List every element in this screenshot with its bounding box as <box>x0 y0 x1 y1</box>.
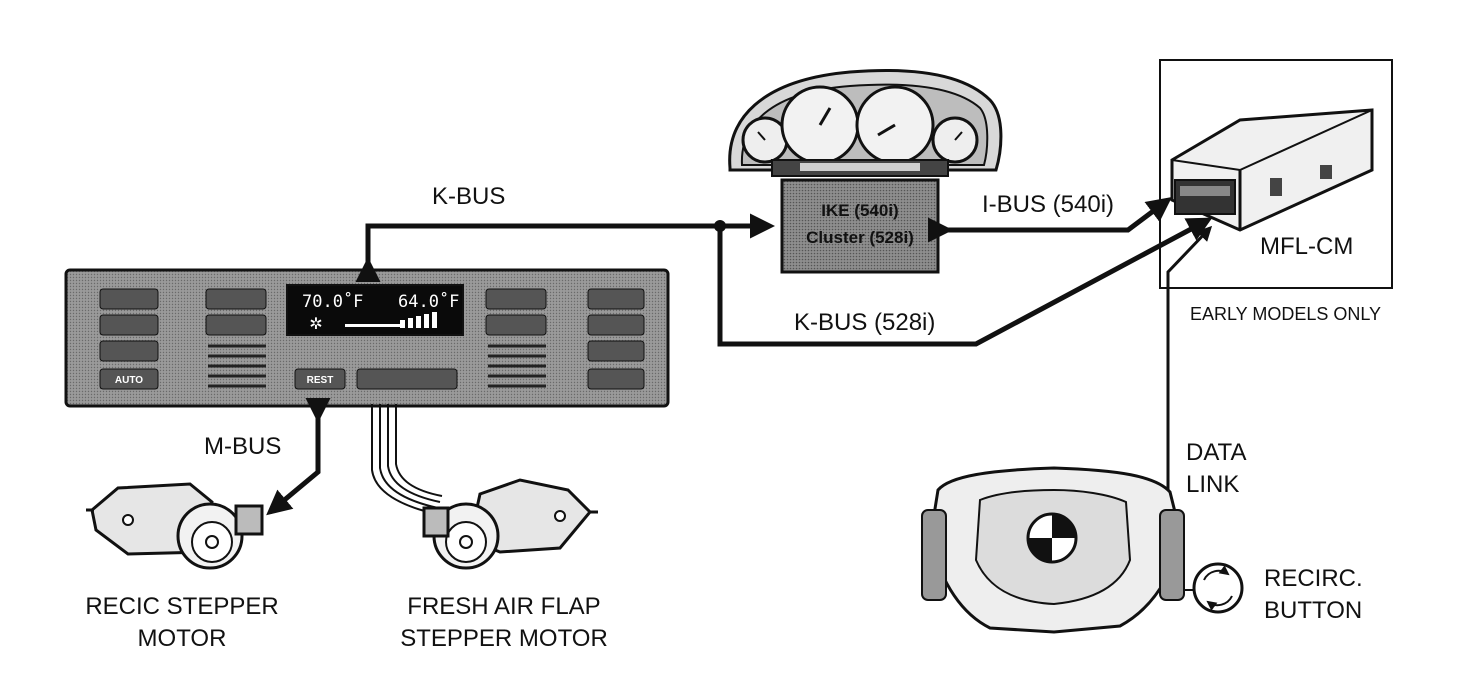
recic-motor-label-2: MOTOR <box>138 625 227 652</box>
temp-right-down-button[interactable] <box>485 314 547 336</box>
panel-button-vent-up[interactable] <box>99 314 159 336</box>
climate-control-panel: AUTO 70.0˚F 64.0˚F ✲ REST <box>64 268 670 408</box>
ike-label-line1: IKE (540i) <box>821 201 898 220</box>
panel-button-rear-defrost[interactable] <box>587 288 645 310</box>
recic-motor-label-1: RECIC STEPPER <box>85 593 278 620</box>
i-bus-label: I-BUS (540i) <box>982 191 1114 218</box>
wheel-left-buttons[interactable] <box>921 509 947 601</box>
fan-icon: ✲ <box>309 316 322 333</box>
wheel-right-buttons[interactable] <box>1159 509 1185 601</box>
recirc-button-callout <box>1184 562 1244 614</box>
mfl-cm-label: MFL-CM <box>1260 233 1353 260</box>
data-link-label-2: LINK <box>1186 471 1239 498</box>
fresh-air-harness <box>371 404 443 515</box>
early-models-label: EARLY MODELS ONLY <box>1190 304 1381 324</box>
mfl-cm-module: MFL-CM <box>1159 59 1393 289</box>
data-link-label-1: DATA <box>1186 439 1246 466</box>
k-bus-528-label: K-BUS (528i) <box>794 309 935 336</box>
fan-speed-bar <box>345 312 437 328</box>
temp-left-down-button[interactable] <box>205 314 267 336</box>
rest-button[interactable] <box>294 368 346 390</box>
lcd-temp-right: 64.0˚F <box>398 291 459 312</box>
fresh-air-label-1: FRESH AIR FLAP <box>407 593 600 620</box>
m-bus-label: M-BUS <box>204 433 281 460</box>
k-bus-label: K-BUS <box>432 183 505 210</box>
steering-wheel-mfl <box>921 466 1185 634</box>
recirc-button-label-2: BUTTON <box>1264 597 1362 624</box>
panel-button-vent-down[interactable] <box>99 340 159 362</box>
rest-button-label: REST <box>307 375 334 386</box>
recic-stepper-motor <box>86 482 264 570</box>
lcd-temp-left: 70.0˚F <box>302 291 363 312</box>
fan-speed-button[interactable] <box>356 368 458 390</box>
bus-wiring <box>266 197 1213 516</box>
panel-button-auto[interactable] <box>99 368 159 390</box>
instrument-cluster <box>728 68 1003 177</box>
fresh-air-label-2: STEPPER MOTOR <box>400 625 608 652</box>
junction-dot <box>714 220 726 232</box>
ike-module-box: IKE (540i) Cluster (528i) <box>780 178 940 274</box>
fresh-air-stepper-motor <box>422 478 598 570</box>
panel-button-max[interactable] <box>587 368 645 390</box>
panel-button-recirc[interactable] <box>587 314 645 336</box>
recirc-button-label-1: RECIRC. <box>1264 565 1363 592</box>
panel-button-defrost[interactable] <box>99 288 159 310</box>
temp-right-up-button[interactable] <box>485 288 547 310</box>
auto-button-label: AUTO <box>115 375 143 386</box>
ike-label-line2: Cluster (528i) <box>806 228 914 247</box>
data-link-line <box>1166 225 1213 518</box>
temp-left-up-button[interactable] <box>205 288 267 310</box>
panel-button-ac[interactable] <box>587 340 645 362</box>
